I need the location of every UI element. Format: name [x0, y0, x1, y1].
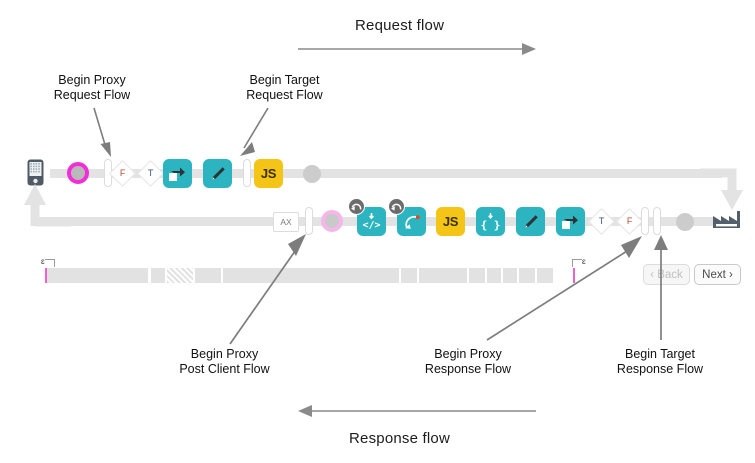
post-client-start-ring[interactable] — [321, 210, 343, 232]
condition-label: T — [147, 168, 154, 178]
note-line-1: Begin Proxy — [190, 347, 259, 361]
request-rail-elbow-arrow — [700, 168, 743, 210]
pencil-icon — [524, 214, 538, 228]
code-brackets-icon: </> — [362, 213, 381, 231]
policy-assign-1[interactable] — [203, 159, 232, 188]
policy-assign-2[interactable] — [516, 207, 545, 236]
arrow-to-begin-proxy-post-client-flow — [229, 234, 306, 345]
note-line-2: Response Flow — [616, 362, 704, 376]
policy-javascript-1[interactable]: JS — [254, 159, 283, 188]
timeline-flag-label: ɛ — [582, 257, 586, 266]
next-button[interactable]: Next › — [694, 264, 741, 285]
backend-target[interactable] — [712, 208, 740, 230]
note-begin-proxy-request-flow: Begin Proxy Request Flow — [42, 73, 142, 103]
arrow-to-begin-proxy-response-flow — [486, 236, 642, 341]
request-flow-title: Request flow — [355, 17, 445, 34]
timeline-marker-start[interactable] — [45, 268, 47, 283]
flow-bar-2[interactable] — [243, 159, 251, 187]
client-device[interactable] — [25, 157, 45, 187]
note-begin-target-request-flow: Begin Target Request Flow — [232, 73, 337, 103]
condition-false-1[interactable]: F — [109, 160, 136, 187]
timeline-segment[interactable] — [419, 268, 467, 283]
policy-raise-fault[interactable] — [388, 198, 426, 236]
timeline-flag-label: ɛ — [41, 257, 45, 266]
arrow-to-begin-proxy-request-flow — [93, 107, 111, 157]
note-line-1: Begin Target — [625, 347, 695, 361]
route-arrow-icon — [562, 215, 578, 229]
note-line-1: Begin Proxy — [434, 347, 502, 361]
svg-text:{ }: { } — [481, 219, 501, 232]
note-line-2: Request Flow — [53, 88, 131, 102]
timeline-scrubber[interactable] — [45, 268, 635, 283]
flow-bar-3[interactable] — [305, 207, 313, 235]
timeline-segment[interactable] — [487, 268, 501, 283]
js-label: JS — [442, 214, 459, 229]
timeline-segment[interactable] — [537, 268, 553, 283]
timeline-segment[interactable] — [469, 268, 485, 283]
arrow-to-begin-target-request-flow — [240, 107, 269, 156]
note-line-2: Request Flow — [246, 88, 323, 102]
request-rail — [50, 169, 722, 178]
policy-route-1[interactable] — [163, 159, 192, 188]
policy-json-payload[interactable]: { } — [476, 207, 505, 236]
note-line-1: Begin Proxy — [58, 73, 126, 87]
return-arrow-icon — [351, 203, 362, 211]
flow-bar-4[interactable] — [641, 207, 649, 235]
condition-label: F — [119, 168, 126, 178]
response-dot[interactable] — [676, 213, 694, 231]
policy-route-2[interactable] — [556, 207, 585, 236]
arrow-to-begin-target-response-flow — [654, 235, 668, 340]
timeline-segment[interactable] — [223, 268, 399, 283]
response-rail-left — [35, 217, 295, 226]
request-flow-arrow — [298, 43, 536, 55]
timeline-segment[interactable] — [151, 268, 165, 283]
route-arrow-icon — [169, 167, 185, 181]
mobile-phone-icon — [27, 159, 43, 185]
timeline-segment[interactable] — [401, 268, 417, 283]
policy-javascript-2[interactable]: JS — [436, 207, 465, 236]
json-braces-icon: { } — [481, 213, 501, 232]
curved-arrow-icon — [404, 214, 420, 229]
condition-label: T — [598, 216, 605, 226]
response-flow-title: Response flow — [349, 430, 450, 447]
note-begin-proxy-post-client-flow: Begin Proxy Post Client Flow — [172, 347, 277, 377]
response-flow-arrow — [298, 405, 536, 417]
return-arrow-icon — [391, 203, 402, 211]
timeline-segment[interactable] — [519, 268, 535, 283]
note-line-2: Post Client Flow — [179, 362, 270, 376]
timeline-segment-hatched[interactable] — [167, 268, 193, 283]
js-label: JS — [260, 166, 277, 181]
note-begin-target-response-flow: Begin Target Response Flow — [606, 347, 714, 377]
timeline-segment[interactable] — [195, 268, 221, 283]
fault-rule-badge[interactable] — [388, 198, 405, 215]
pencil-icon — [211, 166, 225, 180]
flow-bar-5[interactable] — [653, 207, 661, 235]
condition-true-1[interactable]: T — [137, 160, 164, 187]
note-line-2: Response Flow — [424, 362, 512, 376]
ax-analytics[interactable]: AX — [273, 212, 299, 232]
condition-true-2[interactable]: T — [588, 208, 615, 235]
note-line-1: Begin Target — [249, 73, 320, 87]
fault-rule-badge[interactable] — [348, 198, 365, 215]
back-button[interactable]: ‹ Back — [643, 264, 690, 285]
timeline-flag-end: ɛ — [572, 257, 586, 267]
condition-false-2[interactable]: F — [616, 208, 643, 235]
policy-xml-payload[interactable]: </> — [348, 198, 386, 236]
target-endpoint-dot[interactable] — [303, 165, 321, 183]
proxy-request-start-ring[interactable] — [67, 162, 89, 184]
timeline-segment[interactable] — [503, 268, 517, 283]
ax-label: AX — [280, 217, 292, 227]
svg-text:</>: </> — [362, 220, 380, 231]
condition-label: F — [626, 216, 633, 226]
timeline-flag-start: ɛ — [41, 257, 55, 267]
timeline-segment[interactable] — [45, 268, 148, 283]
factory-icon — [712, 211, 740, 228]
note-begin-proxy-response-flow: Begin Proxy Response Flow — [414, 347, 522, 377]
timeline-marker-end[interactable] — [573, 268, 575, 283]
